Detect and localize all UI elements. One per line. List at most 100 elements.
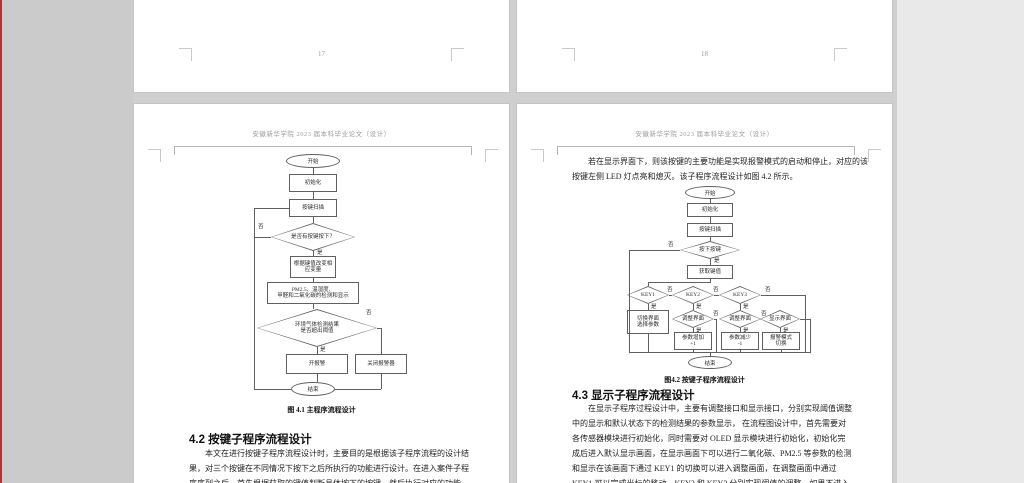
connector-line [781,350,782,352]
connector-line [800,319,810,320]
connector-line [710,199,711,203]
flow-step-switch-screen: 切换界面 选择参数 [627,310,669,334]
connector-line [740,350,741,352]
body-paragraph: 在显示子程序过程设计中，主要有调整接口和显示接口，分别实现阈值调整 中的显示和默… [572,401,852,483]
connector-line [629,250,680,251]
page-number: 17 [318,50,325,58]
connector-line [313,304,314,309]
connector-line [313,168,314,174]
flow-start-terminal: 开始 [286,154,340,168]
flow-decision-display-screen: 显示界面 [760,310,800,328]
connector-line [780,328,781,332]
diamond-face: 是否有按键按下？ [272,224,354,250]
flow-decision-key2: KEY2 [672,286,714,304]
diamond-face: KEY2 [673,287,713,303]
branch-label-yes: 是 [743,328,749,334]
connector-line [317,374,318,382]
margin-mark [148,149,161,162]
connector-line [716,319,717,352]
connector-line [254,237,271,238]
left-edge-stripe [0,0,2,483]
node-label: 选择参数 [636,322,659,328]
connector-line [693,304,694,310]
node-label: 环境气体检测结果 [294,321,339,328]
header-rule-tick [174,146,175,155]
node-label: 获取键值 [698,268,721,275]
document-page-18[interactable]: 安徽新华学院 2023 届本科毕业论文（设计） 若在显示界面下，则该按键的主要功… [516,103,893,483]
paragraph-line: 按键左侧 LED 灯点亮和熄灭。该子程序流程设计如图 4.2 所示。 [572,172,798,181]
diamond-face: 按下按键 [681,242,739,258]
diamond-face: KEY3 [720,287,760,303]
header-rule-tick [557,146,558,155]
node-label: 参数增加 [681,334,704,341]
margin-mark [531,149,544,162]
node-label: +1 [690,341,696,347]
flow-decision-threshold: 环境气体检测结果 是否超出阈值 [257,309,377,347]
node-label: 开始 [307,159,319,165]
header-rule-tick [471,146,472,155]
connector-line [740,304,741,310]
connector-line [710,217,711,223]
diamond-face: KEY1 [628,287,668,303]
connector-line [313,192,314,199]
margin-mark [485,149,498,162]
page-number: 18 [701,50,708,58]
diamond-face: 调整界面 [720,311,760,327]
document-page-17[interactable]: 安徽新华学院 2023 届本科毕业论文（设计） 开始 初始化 按键扫描 是否有按… [133,103,510,483]
branch-label-no: 否 [366,310,372,316]
margin-mark [179,48,192,61]
branch-label-yes: 是 [783,328,789,334]
connector-line [648,334,649,352]
flow-decision-key3: KEY3 [719,286,761,304]
paragraph-line: 各传感器模块进行初始化，同时需要对 OLED 显示模块进行初始化，初始化完 [572,434,846,443]
flow-start-terminal: 开始 [685,186,735,199]
paragraph-line: 成后进入默认显示画面，在显示画面下可以进行二氧化碳、PM2.5 等参数的检测 [572,449,852,458]
page-header-title: 安徽新华学院 2023 届本科毕业论文（设计） [635,131,774,138]
connector-line [313,217,314,223]
node-label: 结束 [307,387,319,393]
previous-page-left[interactable]: 17 [133,0,510,93]
paragraph-line: 序序列之后，首先根据获取的键值判断具体按下的按键，然后执行对应的功能。 [189,476,469,483]
connector-line [335,389,381,390]
node-label: 是否超出阈值 [300,328,334,334]
connector-line [693,328,694,332]
left-gray-band [2,0,133,483]
node-label: 根据键值改变相应变量 [293,260,333,274]
connector-line [313,278,314,282]
paragraph-line: 本文在进行按键子程序流程设计时，主要目的是根据该子程序流程的设计结 [205,449,469,458]
node-label: 显示界面 [768,315,791,322]
node-label: 切换 [775,341,787,347]
connector-line [377,328,381,329]
flow-step-set-variable: 根据键值改变相应变量 [290,256,336,278]
connector-line [710,352,711,356]
header-rule [557,146,854,147]
previous-page-right[interactable]: 18 [516,0,893,93]
intro-paragraph: 若在显示界面下，则该按键的主要功能是实现报警模式的启动和停止，对应的该 按键左侧… [572,154,868,184]
node-label: 关闭报警器 [367,360,395,367]
flow-step-get-key: 获取键值 [687,265,733,279]
node-label: 报警模式 [769,334,792,341]
connector-line [648,304,649,310]
connector-line [740,328,741,332]
flow-step-alarm-on: 开报警 [286,354,348,374]
branch-label-no: 否 [258,224,264,230]
node-label: 是否有按键按下？ [290,233,335,240]
connector-line [648,282,711,283]
right-gray-band [897,0,1024,483]
flow-decision-adjust-screen-key2: 调整界面 [672,310,714,328]
connector-line [710,279,711,282]
flow-step-detect-display: PM2.5、温湿度、 甲醛和二氧化碳的检测和显示 [267,282,359,304]
connector-line [317,347,318,354]
connector-line [254,208,255,390]
flow-step-alarm-mode-toggle: 报警模式 切换 [762,332,800,350]
section-heading: 4.2 按键子程序流程设计 [189,434,312,446]
margin-mark [868,149,881,162]
branch-label-no: 否 [713,311,719,317]
node-label: KEY1 [640,291,656,298]
margin-mark [834,48,847,61]
flow-step-keyscan: 按键扫描 [289,199,337,217]
connector-line [714,319,717,320]
flow-step-keyscan: 按键扫描 [687,223,733,237]
connector-line [810,319,811,352]
